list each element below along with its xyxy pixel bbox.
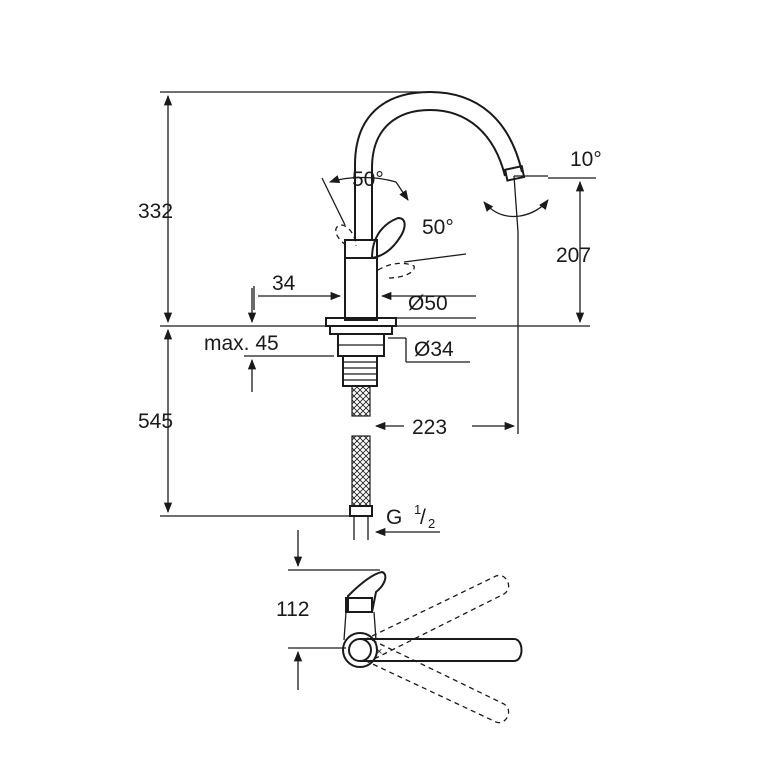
plan-spout-ghost-down bbox=[363, 639, 510, 724]
dim-545-label: 545 bbox=[138, 410, 173, 433]
dim-112-label: 112 bbox=[276, 598, 309, 621]
dim-g-fraction-slash: / bbox=[420, 506, 426, 529]
plan-spout-ghost-up bbox=[363, 574, 510, 661]
plan-lever bbox=[347, 570, 387, 613]
plan-view: 112 × bbox=[276, 530, 523, 724]
spout-inner bbox=[371, 108, 506, 240]
spout-aerator bbox=[503, 165, 526, 182]
lever bbox=[370, 216, 406, 260]
plan-lever-base bbox=[345, 597, 373, 613]
dim-d50-label: Ø50 bbox=[408, 292, 448, 315]
hose-connector bbox=[349, 505, 373, 517]
dim-g-fraction-num: 1 bbox=[414, 502, 421, 517]
plan-body-connect bbox=[343, 611, 377, 641]
fixing-washer bbox=[329, 325, 393, 335]
spout-axis bbox=[513, 175, 519, 233]
side-view: 332 545 207 10° 50° 50° 34 Ø50 bbox=[138, 90, 602, 540]
dim-g-label: G bbox=[386, 506, 402, 529]
dim-332-label: 332 bbox=[138, 200, 173, 223]
spout bbox=[354, 90, 523, 240]
hose-upper bbox=[351, 385, 371, 417]
dim-207-label: 207 bbox=[556, 244, 591, 267]
plan-body-outer bbox=[342, 632, 378, 668]
lever-ghost-back bbox=[335, 224, 357, 247]
plan-center-mark: × bbox=[376, 646, 382, 658]
dim-50-arc-1 bbox=[329, 175, 397, 183]
faucet-body bbox=[344, 239, 378, 321]
dim-50-arrow-1 bbox=[395, 181, 409, 201]
dim-34-label: 34 bbox=[272, 272, 296, 295]
dim-d34-label: Ø34 bbox=[414, 338, 454, 361]
lever-axis-2 bbox=[403, 253, 467, 263]
plan-body-inner bbox=[348, 638, 372, 662]
lever-ghost-side bbox=[377, 262, 415, 279]
dim-45-label: max. 45 bbox=[204, 332, 279, 355]
plan-spout bbox=[360, 638, 523, 662]
dim-50-label-1: 50° bbox=[352, 168, 384, 191]
dim-223-label: 223 bbox=[412, 416, 447, 439]
hose-lower bbox=[351, 435, 371, 507]
lever-axis-1 bbox=[321, 177, 346, 226]
threaded-shank bbox=[342, 355, 378, 387]
dim-10-arc bbox=[483, 199, 549, 218]
dim-10-label: 10° bbox=[570, 148, 602, 171]
dim-g-fraction-den: 2 bbox=[428, 516, 435, 531]
dim-50-label-2: 50° bbox=[422, 216, 454, 239]
